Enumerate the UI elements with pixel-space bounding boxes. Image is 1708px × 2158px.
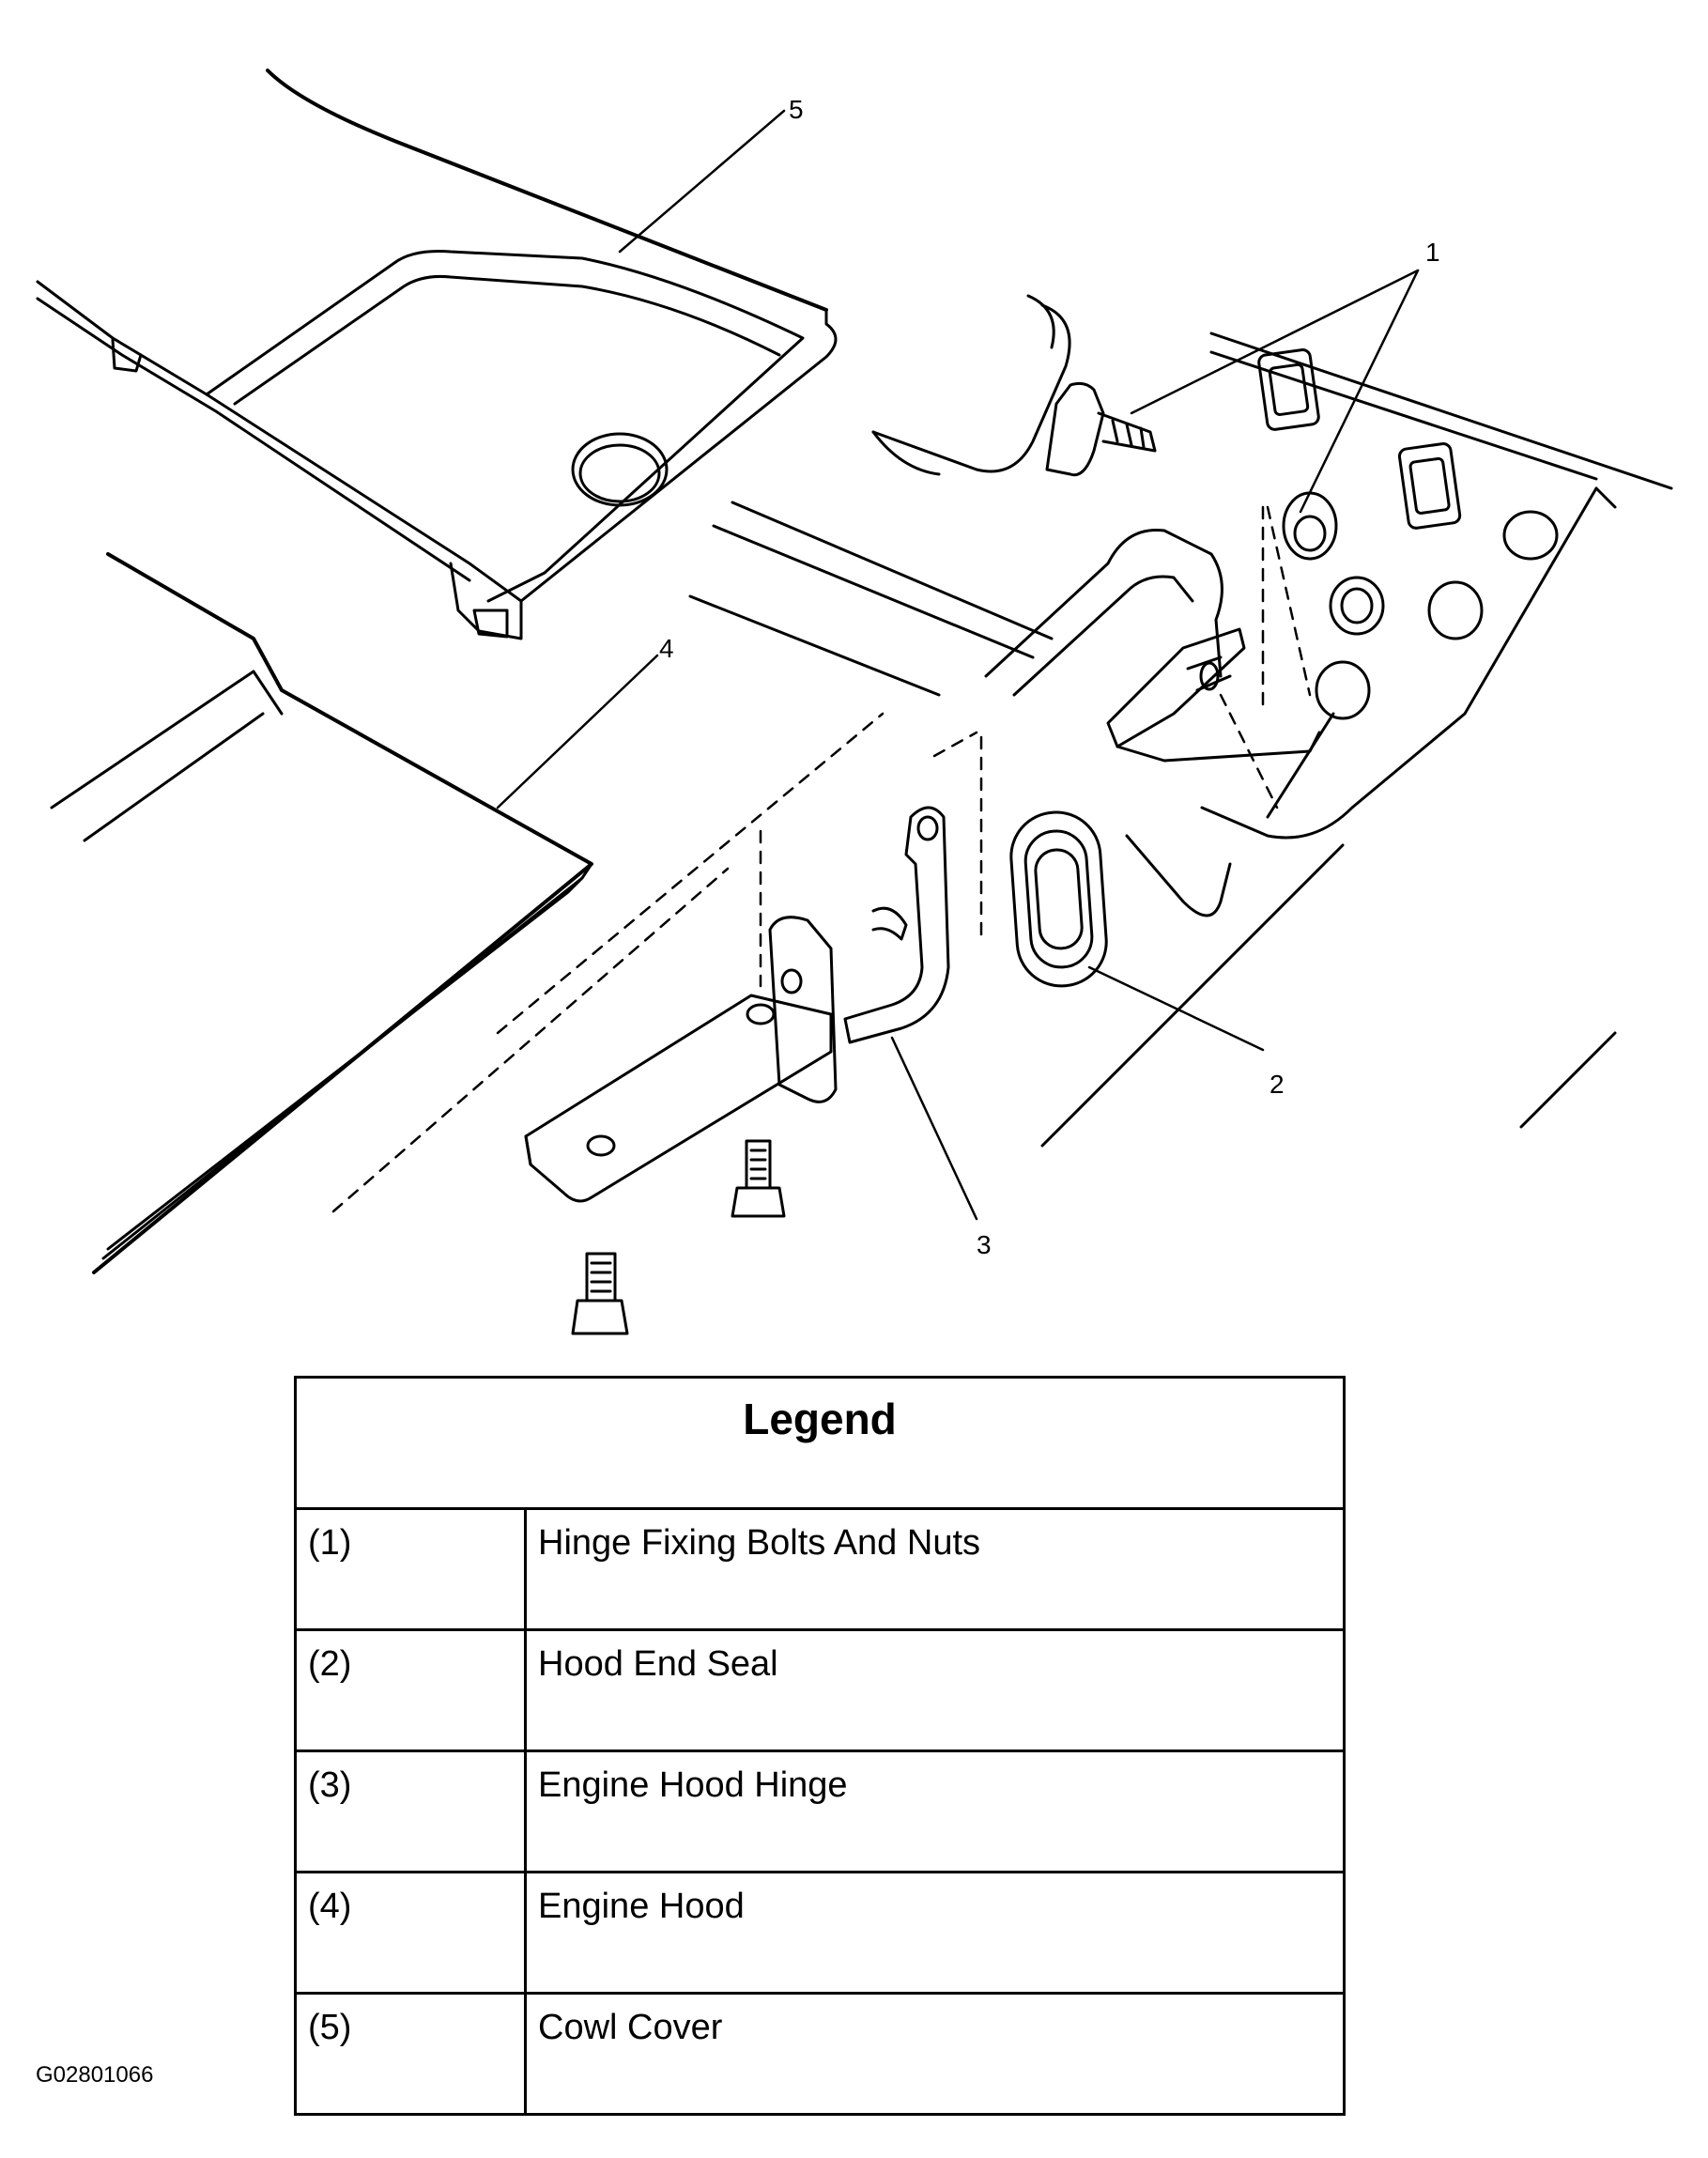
legend-table: Legend (1) Hinge Fixing Bolts And Nuts (…: [294, 1376, 1346, 2116]
legend-label: Engine Hood: [524, 1871, 1346, 1995]
callout-1: 1: [1425, 238, 1440, 267]
diagram-svg: 5 1 4 2 3: [36, 69, 1673, 1335]
legend-label: Hinge Fixing Bolts And Nuts: [524, 1507, 1346, 1631]
alignment-lines: [331, 505, 1312, 1213]
hinge-bolts-part: [571, 1139, 786, 1335]
callout-5: 5: [789, 95, 804, 124]
callout-3: 3: [977, 1230, 992, 1259]
legend-row: (4) Engine Hood: [294, 1871, 1346, 1995]
legend-header-row: Legend: [294, 1376, 1346, 1510]
body-hinge-mount: [1106, 627, 1321, 763]
figure-id: G02801066: [36, 2062, 154, 2088]
legend-row: (3) Engine Hood Hinge: [294, 1750, 1346, 1873]
leader-lines: [496, 109, 1420, 1221]
legend-number: (5): [294, 1992, 527, 2116]
body-structure: [688, 294, 1673, 1148]
legend-number: (4): [294, 1871, 527, 1995]
exploded-view-diagram: 5 1 4 2 3: [36, 69, 1673, 1335]
legend-row: (2) Hood End Seal: [294, 1628, 1346, 1752]
legend-label: Cowl Cover: [524, 1992, 1346, 2116]
legend-row: (5) Cowl Cover: [294, 1992, 1346, 2116]
legend-label: Engine Hood Hinge: [524, 1750, 1346, 1873]
legend-number: (1): [294, 1507, 527, 1631]
legend-number: (2): [294, 1628, 527, 1752]
legend-title: Legend: [294, 1376, 1346, 1510]
hood-end-seal-part: [1009, 810, 1108, 988]
engine-hood-hinge-part: [524, 806, 950, 1203]
legend-number: (3): [294, 1750, 527, 1873]
body-nuts: [1257, 348, 1559, 720]
callout-2: 2: [1269, 1070, 1285, 1099]
cowl-cover-part: [36, 69, 838, 640]
top-bolt-part: [1045, 381, 1157, 477]
legend-label: Hood End Seal: [524, 1628, 1346, 1752]
callout-4: 4: [659, 634, 674, 663]
engine-hood-part: [50, 552, 593, 1274]
legend-row: (1) Hinge Fixing Bolts And Nuts: [294, 1507, 1346, 1631]
